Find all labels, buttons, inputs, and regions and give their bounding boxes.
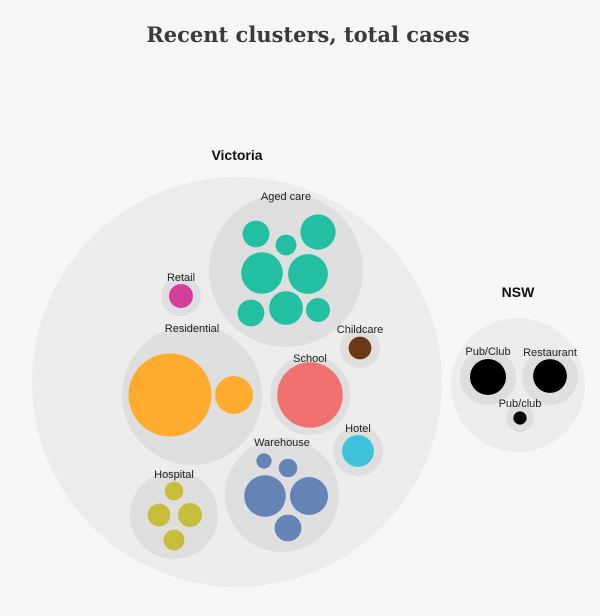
cluster-bubble-hospital[interactable] — [164, 481, 184, 501]
cluster-bubble-aged-care[interactable] — [269, 291, 303, 325]
cluster-bubble-school[interactable] — [277, 362, 343, 428]
cluster-bubble-aged-care[interactable] — [306, 298, 330, 322]
cluster-bubble-hotel[interactable] — [342, 435, 374, 467]
cluster-bubble-retail[interactable] — [169, 284, 193, 308]
chart-title: Recent clusters, total cases — [146, 22, 469, 47]
group-label-retail: Retail — [167, 272, 195, 284]
cluster-bubble-warehouse[interactable] — [256, 453, 272, 469]
group-label-school: School — [293, 353, 327, 365]
state-label-victoria: Victoria — [211, 147, 262, 163]
cluster-bubble-childcare[interactable] — [348, 336, 372, 360]
cluster-bubble-aged-care[interactable] — [288, 254, 328, 294]
cluster-bubble-aged-care[interactable] — [300, 214, 336, 250]
cluster-bubble-warehouse[interactable] — [274, 514, 302, 542]
cluster-bubble-hospital[interactable] — [163, 529, 185, 551]
cluster-bubble-aged-care[interactable] — [241, 252, 283, 294]
cluster-bubble-aged-care[interactable] — [242, 220, 270, 248]
group-label-hospital: Hospital — [154, 469, 194, 481]
group-label-pub-club: Pub/club — [499, 398, 542, 410]
cluster-bubble-aged-care[interactable] — [275, 234, 297, 256]
group-label-pub-club: Pub/Club — [465, 346, 510, 358]
cluster-bubble-pub-club[interactable] — [513, 411, 527, 425]
cluster-bubble-warehouse[interactable] — [244, 475, 286, 517]
group-label-aged-care: Aged care — [261, 191, 311, 203]
group-label-hotel: Hotel — [345, 423, 371, 435]
cluster-bubble-warehouse[interactable] — [290, 477, 328, 515]
cluster-bubble-hospital[interactable] — [147, 503, 171, 527]
state-label-nsw: NSW — [502, 284, 535, 300]
cluster-bubble-residential[interactable] — [128, 353, 212, 437]
group-label-warehouse: Warehouse — [254, 437, 310, 449]
cluster-bubble-warehouse[interactable] — [278, 458, 298, 478]
group-bubble-hospital — [130, 471, 218, 559]
group-label-childcare: Childcare — [337, 324, 383, 336]
cluster-bubble-hospital[interactable] — [178, 503, 202, 527]
cluster-bubble-pub-club[interactable] — [470, 359, 506, 395]
group-label-residential: Residential — [165, 323, 219, 335]
cluster-bubble-restaurant[interactable] — [533, 359, 567, 393]
cluster-bubble-aged-care[interactable] — [237, 299, 265, 327]
cluster-bubble-residential[interactable] — [215, 376, 253, 414]
group-label-restaurant: Restaurant — [523, 347, 577, 359]
